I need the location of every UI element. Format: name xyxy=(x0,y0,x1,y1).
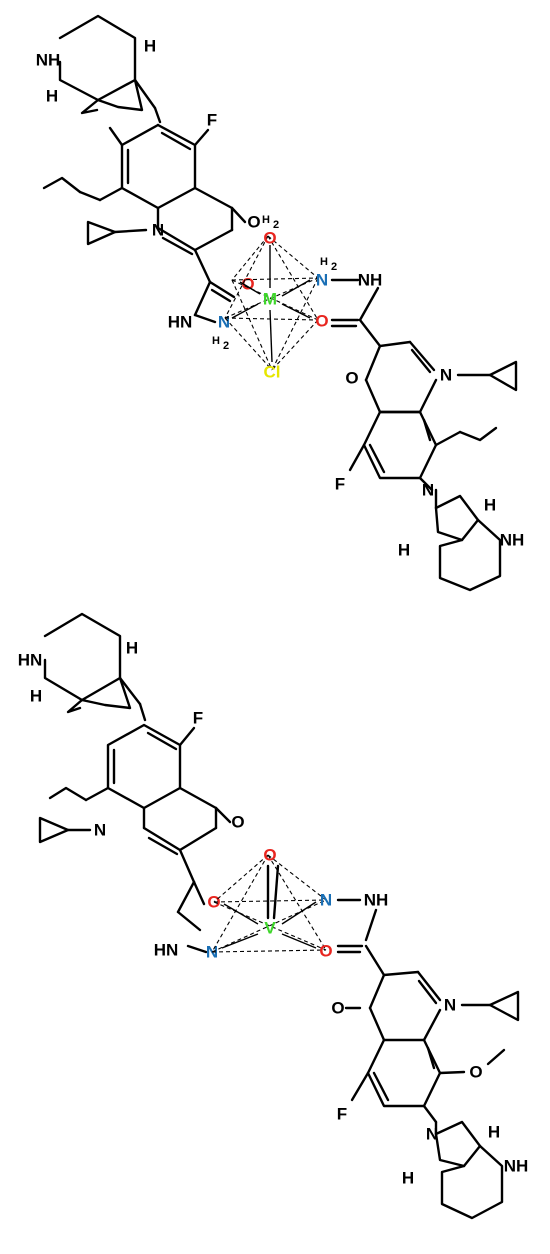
label-nh-top-right: NH xyxy=(358,271,383,290)
label-o-bottom-oxo: O xyxy=(263,846,276,865)
label-hn-bottom-left-hydrazide: HN xyxy=(154,941,179,960)
label-h2-top-water: H xyxy=(262,214,270,226)
label-nh-bottom-right: NH xyxy=(364,891,389,910)
methoxy-top-left xyxy=(42,176,82,194)
piperidine-ring-top-left xyxy=(58,14,137,102)
quinolone-core-bottom-left xyxy=(84,723,232,884)
label-v-center: V xyxy=(264,919,276,938)
label-h2-top-right: H xyxy=(320,256,328,268)
label-h-top-right-1: H xyxy=(484,496,496,515)
label-nh-bottom-right-ring: NH xyxy=(504,1157,529,1176)
quinolone-core-top-right xyxy=(348,340,462,492)
quinolone-core-top-left xyxy=(78,123,247,284)
label-o-top-right-keto: O xyxy=(345,369,358,388)
label-f-bottom-right: F xyxy=(337,1105,347,1124)
cyclopropyl-top-left xyxy=(86,220,148,246)
methoxy-bottom-left xyxy=(48,786,88,802)
pyrrolidine-ring-top-left xyxy=(80,78,162,124)
label-n-top-right-ring: N xyxy=(440,366,452,385)
cyclopropyl-bottom-left xyxy=(38,816,92,844)
bicyclic-amine-bottom-right xyxy=(434,1120,504,1220)
hydrazide-top-right xyxy=(330,278,382,348)
piperidine-ring-bottom-left xyxy=(43,612,122,702)
label-n-bottom-right-amine: N xyxy=(320,891,332,910)
label-n-top-right-amine: N xyxy=(316,271,328,290)
label-sub2-top-right: 2 xyxy=(331,261,337,273)
methoxy-bottom-right xyxy=(486,1048,506,1066)
complex-m: NH H H F N O xyxy=(36,14,525,592)
cyclopropyl-bottom-right xyxy=(460,990,520,1022)
label-h-top-left-2: H xyxy=(46,87,58,106)
label-h-bottom-right-2: H xyxy=(402,1169,414,1188)
label-f-top-left: F xyxy=(207,111,217,130)
label-n-bottom-right-ring: N xyxy=(444,996,456,1015)
complex-v: HN H H F N O xyxy=(18,612,529,1220)
cyclopropyl-top-right xyxy=(456,360,518,392)
coordination-sphere-bottom xyxy=(211,854,327,953)
label-h-bottom-right-1: H xyxy=(488,1123,500,1142)
label-h-top-right-2: H xyxy=(398,541,410,560)
methoxy-top-right xyxy=(458,426,498,442)
label-f-bottom-left: F xyxy=(193,709,203,728)
pyrrolidine-ring-bottom-left xyxy=(66,676,147,722)
label-h-bottom-left-2: H xyxy=(30,687,42,706)
label-n-bottom-left-ring: N xyxy=(94,821,106,840)
label-o-bottom-right-keto: O xyxy=(331,999,344,1018)
label-cl-top: Cl xyxy=(264,363,281,382)
bicyclic-amine-top-right xyxy=(434,488,502,592)
label-sub2-top-water: 2 xyxy=(273,219,279,231)
label-o-top-left-keto: O xyxy=(247,213,260,232)
label-hn-top-left: HN xyxy=(168,313,193,332)
label-h-top-left-1: H xyxy=(144,37,156,56)
coordination-sphere-top xyxy=(224,235,319,371)
label-o-bottom-left-keto: O xyxy=(231,813,244,832)
label-n-top-left-ring: N xyxy=(152,221,164,240)
label-o-top-right-carbonyl: O xyxy=(315,312,328,331)
quinolone-core-bottom-right xyxy=(344,970,466,1124)
label-n-top-right-pyrrolidine: N xyxy=(422,481,434,500)
label-o-bottom-right-methoxy: O xyxy=(469,1063,482,1082)
label-sub2-top-left: 2 xyxy=(223,340,229,352)
hydrazide-bottom-left xyxy=(176,880,208,954)
hydrazide-top-left xyxy=(193,280,236,324)
label-nh-top-right-ring: NH xyxy=(500,531,525,550)
label-nh-top-left: NH xyxy=(36,51,61,70)
label-o-bottom-right-carbonyl: O xyxy=(319,942,332,961)
label-n-bottom-right-pyrrolidine: N xyxy=(426,1125,438,1144)
label-n-top-left-amine: N xyxy=(218,313,230,332)
label-f-top-right: F xyxy=(335,475,345,494)
label-m-center: M xyxy=(263,290,277,309)
label-o-top-water: O xyxy=(263,229,276,248)
label-h-bottom-left-1: H xyxy=(126,639,138,658)
hydrazide-bottom-right xyxy=(336,898,386,977)
label-h2-top-left: H xyxy=(212,335,220,347)
label-hn-bottom-left: HN xyxy=(18,651,43,670)
